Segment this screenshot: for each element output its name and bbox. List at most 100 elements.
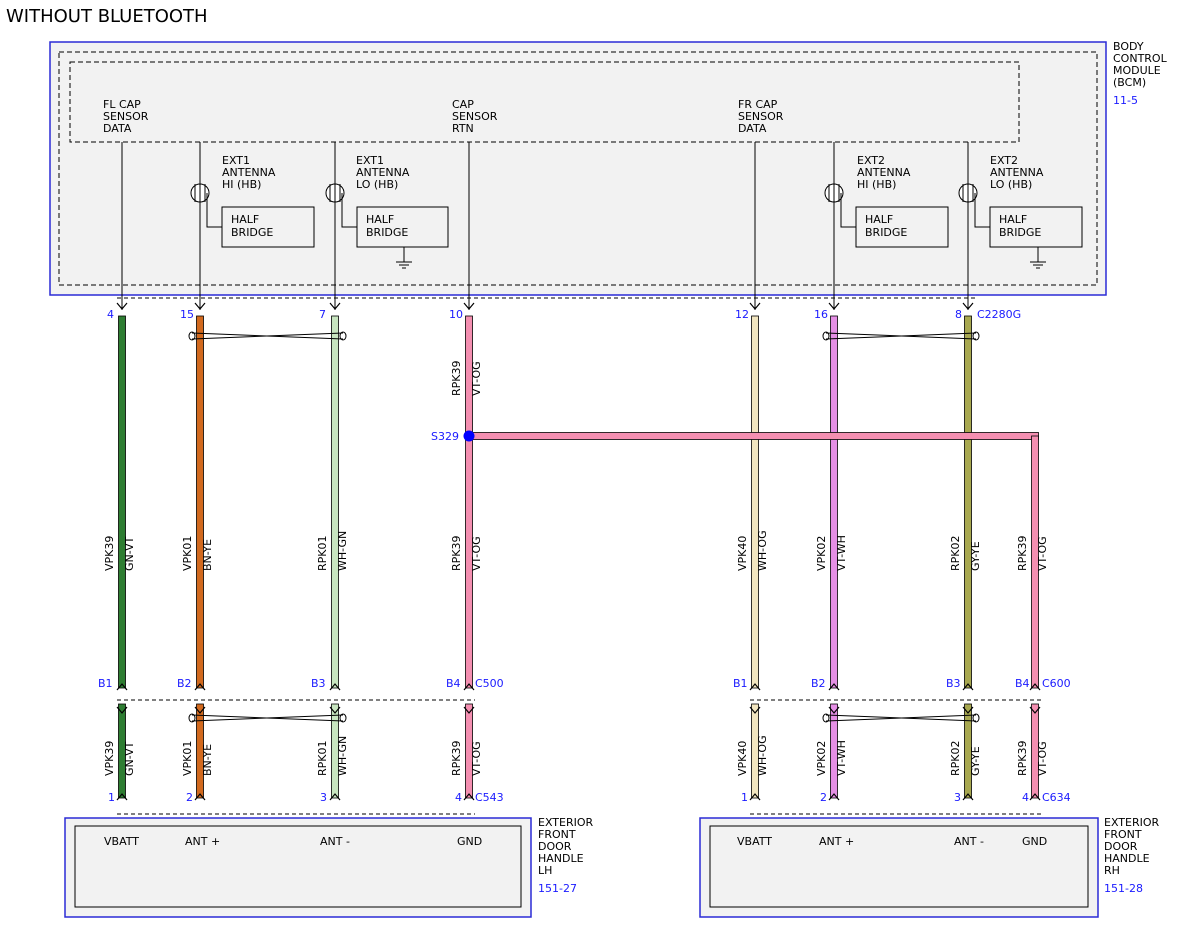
half-bridge-label: HALF BRIDGE xyxy=(999,213,1041,239)
bcm-box xyxy=(49,41,1107,296)
half-bridge-label: HALF BRIDGE xyxy=(366,213,408,239)
inline-pin-label: B3 xyxy=(946,677,961,690)
end-pin-label: 3 xyxy=(320,791,327,804)
diagram-title: WITHOUT BLUETOOTH xyxy=(6,6,208,27)
wire-w7-lower xyxy=(964,703,972,799)
connector-arrow-down xyxy=(828,302,840,310)
wire-w3-lower xyxy=(331,703,339,799)
signal-fl-label: FL CAP SENSOR DATA xyxy=(103,98,152,135)
connector-arrow-down xyxy=(828,706,840,714)
lh-connector-label: C543 xyxy=(475,791,504,804)
end-pin-label: 4 xyxy=(455,791,462,804)
connector-arrow-down xyxy=(749,302,761,310)
inline-pin-label: B4 xyxy=(1015,677,1030,690)
connector-arrow-down xyxy=(463,302,475,310)
antenna-label: EXT1 ANTENNA HI (HB) xyxy=(222,154,279,191)
inline-pin-label: B1 xyxy=(733,677,748,690)
driver-link xyxy=(840,193,856,228)
wire-w1-lower xyxy=(118,703,126,799)
wire-w6-upper xyxy=(830,315,838,689)
inline-pin-label: B1 xyxy=(98,677,113,690)
top-pin-label: 15 xyxy=(180,308,194,321)
rh-handle-inner xyxy=(709,825,1089,908)
wire-w8-circuit-label-mid: RPK39 xyxy=(1016,536,1029,572)
connector-arrow-down xyxy=(962,302,974,310)
lh-terminal-gnd: GND xyxy=(457,835,482,848)
wire-w2-lower xyxy=(196,703,204,799)
half-bridge-block xyxy=(221,206,315,248)
end-pin-label: 2 xyxy=(820,791,827,804)
wire-w4-circuit-label-mid: RPK39 xyxy=(450,536,463,572)
wire-w8-color-label-mid: VT-OG xyxy=(1036,536,1049,571)
inline-pin-label: B4 xyxy=(446,677,461,690)
antenna-label: EXT2 ANTENNA LO (HB) xyxy=(990,154,1047,191)
ground-icon xyxy=(396,247,412,269)
half-bridge-label: HALF BRIDGE xyxy=(865,213,907,239)
antenna-label: EXT2 ANTENNA HI (HB) xyxy=(857,154,914,191)
twisted-pair-ext2-upper xyxy=(822,331,980,341)
rh-terminal-gnd: GND xyxy=(1022,835,1047,848)
wire-w3-circuit-label-mid: RPK01 xyxy=(316,536,329,572)
wire-w4-lower xyxy=(465,703,473,799)
connector-arrow-up xyxy=(194,793,206,801)
connector-arrow-up xyxy=(962,683,974,691)
connector-arrow-up xyxy=(962,793,974,801)
inline-connector-left-label: C500 xyxy=(475,677,504,690)
wire-w2-color-label-low: BN-YE xyxy=(201,744,214,776)
splice-label: S329 xyxy=(431,430,459,443)
lh-handle-name: EXTERIOR FRONT DOOR HANDLE LH xyxy=(538,816,597,877)
connector-arrow-down xyxy=(329,706,341,714)
lh-handle-ref: 151-27 xyxy=(538,882,577,895)
rh-terminal-ant-plus: ANT + xyxy=(819,835,854,848)
half-bridge-label: HALF BRIDGE xyxy=(231,213,273,239)
wire-w1-circuit-label-mid: VPK39 xyxy=(103,536,116,571)
pin-labels: 4 15 7 10 12 16 8 B1 B2 B3 B4 B1 B2 B3 B… xyxy=(98,308,1030,804)
wire-w7-color-label-mid: GY-YE xyxy=(969,541,982,571)
end-pin-label: 1 xyxy=(108,791,115,804)
wire-w6-circuit-label-mid: VPK02 xyxy=(815,536,828,571)
end-pin-label: 4 xyxy=(1022,791,1029,804)
connector-arrow-up xyxy=(463,683,475,691)
connector-arrow-down xyxy=(194,706,206,714)
wire-w2-color-label-mid: BN-YE xyxy=(201,539,214,571)
wire-w1-color-label-low: GN-VT xyxy=(123,741,136,776)
wire-w8-branch xyxy=(468,432,1039,440)
driver-link xyxy=(206,193,222,228)
wire-w6-color-label-low: VT-WH xyxy=(835,740,848,776)
connector-arrow-up xyxy=(828,683,840,691)
connector-arrow-down xyxy=(1029,706,1041,714)
half-bridge-block xyxy=(989,206,1083,248)
connector-arrow-down xyxy=(749,706,761,714)
wire-w2-upper xyxy=(196,315,204,689)
rh-connector-label: C634 xyxy=(1042,791,1071,804)
antenna-ext1-lo: EXT1 ANTENNA LO (HB) HALF BRIDGE xyxy=(325,154,449,269)
connector-arrow-down xyxy=(116,706,128,714)
twisted-pair-ext1-upper xyxy=(188,331,347,341)
wire-w5-color-label-mid: WH-OG xyxy=(756,530,769,571)
wire-w7-circuit-label-mid: RPK02 xyxy=(949,536,962,572)
wire-w7-upper xyxy=(964,315,972,689)
inline-pin-label: B3 xyxy=(311,677,326,690)
bcm-dashed-outer xyxy=(58,51,1098,286)
connector-arrow-up xyxy=(116,793,128,801)
bcm-ref: 11-5 xyxy=(1113,94,1138,107)
lh-handle-inner xyxy=(74,825,522,908)
wire-w1-circuit-label-low: VPK39 xyxy=(103,741,116,776)
connector-arrow-down xyxy=(962,706,974,714)
wire-w1-color-label-mid: GN-VT xyxy=(123,536,136,571)
top-pin-label: 8 xyxy=(955,308,962,321)
ground-icon xyxy=(1030,247,1046,269)
rh-door-handle: VBATT ANT + ANT - GND EXTERIOR FRONT DOO… xyxy=(699,816,1160,918)
connector-arrow-up xyxy=(828,793,840,801)
signal-rtn-label: CAP SENSOR RTN xyxy=(452,98,501,135)
splice-point xyxy=(463,430,475,442)
wire-w1-upper xyxy=(118,315,126,689)
twisted-pair-markers xyxy=(188,331,980,723)
wire-w5-circuit-label-low: VPK40 xyxy=(736,741,749,776)
wire-w4-color-label-mid: VT-OG xyxy=(470,536,483,571)
wire-w4-color-label-top: VT-OG xyxy=(470,361,483,396)
connector-arrow-up xyxy=(749,683,761,691)
lh-terminal-ant-minus: ANT - xyxy=(320,835,350,848)
wire-w3-upper xyxy=(331,315,339,689)
